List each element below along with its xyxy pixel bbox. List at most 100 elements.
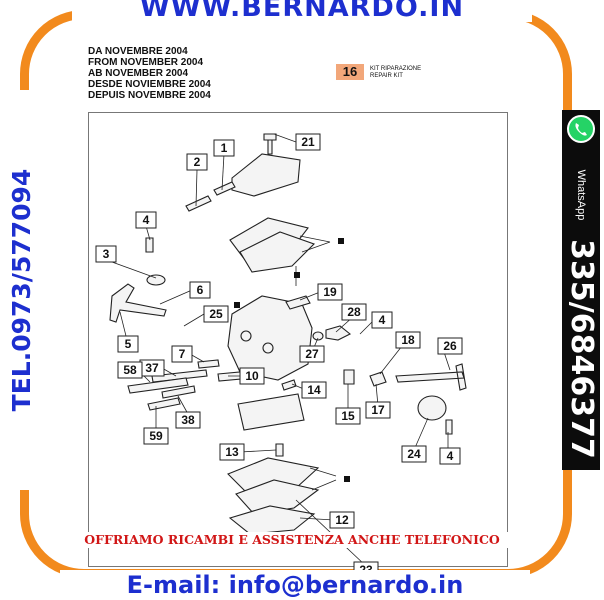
diaphragm-upper [239,231,316,273]
svg-text:26: 26 [443,339,457,353]
svg-text:15: 15 [341,409,355,423]
carburetor-body [227,295,313,381]
whatsapp-bar: WhatsApp 335/6846377 [562,110,600,470]
repair-kit-label-it: KIT RIPARAZIONE [370,66,422,72]
callout-37: 37 [139,359,165,377]
svg-text:13: 13 [225,445,239,459]
callout-3: 3 [95,245,117,263]
svg-text:27: 27 [305,347,319,361]
svg-text:12: 12 [335,513,349,527]
callout-5: 5 [117,335,139,353]
svg-text:4: 4 [143,213,150,227]
svg-text:25: 25 [209,307,223,321]
throttle-lever-6 [109,283,167,323]
callout-4c: 4 [439,447,461,465]
needle-59 [147,397,181,411]
model-dates: DA NOVEMBRE 2004 FROM NOVEMBER 2004 AB N… [88,46,211,101]
website-banner[interactable]: WWW.BERNARDO.IN [72,0,532,22]
washer-3 [146,274,166,286]
callout-6: 6 [189,281,211,299]
callout-labels: 21 2 1 4 3 6 5 25 19 28 4 7 37 58 10 18 … [95,133,463,579]
callout-38: 38 [175,411,201,429]
callout-21: 21 [295,133,321,151]
callout-59: 59 [143,427,169,445]
svg-text:5: 5 [125,337,132,351]
svg-text:59: 59 [149,429,163,443]
callout-4b: 4 [371,311,393,329]
svg-text:21: 21 [301,135,315,149]
choke-shaft-26 [395,363,467,391]
callout-4a: 4 [135,211,157,229]
callout-7: 7 [171,345,193,363]
callout-1: 1 [213,139,235,157]
screw-4b [445,419,453,435]
callout-17: 17 [365,401,391,419]
callout-12: 12 [329,511,355,529]
callout-2: 2 [186,153,208,171]
fitting-19 [285,295,311,310]
date-es: DESDE NOVIEMBRE 2004 [88,79,211,90]
screw-1 [213,181,236,196]
callout-15: 15 [335,407,361,425]
callout-28: 28 [341,303,367,321]
svg-text:19: 19 [323,285,337,299]
needle-38 [161,385,196,399]
date-de: AB NOVEMBER 2004 [88,68,189,79]
whatsapp-icon[interactable] [566,114,596,144]
kit-markers [234,238,350,482]
offer-banner: OFFRIAMO RICAMBI E ASSISTENZA ANCHE TELE… [52,532,532,548]
email-banner[interactable]: E-mail: info@bernardo.in [60,570,530,600]
needle-58 [127,377,189,394]
repair-kit-label-en: REPAIR KIT [370,73,403,79]
callout-13: 13 [219,443,245,461]
callout-25: 25 [203,305,229,323]
whatsapp-number[interactable]: 335/6846377 [564,239,599,459]
repair-kit-number: 16 [336,64,364,80]
callout-18: 18 [395,331,421,349]
body-port-a [240,330,252,342]
svg-text:4: 4 [379,313,386,327]
inlet-valve-kit [237,393,305,431]
fitting-17 [369,371,387,387]
svg-text:14: 14 [307,383,321,397]
screw-4 [145,237,154,253]
screw-2 [185,195,212,212]
callout-58: 58 [117,361,143,379]
screw-21 [263,133,277,155]
clip-28 [325,325,352,341]
diagram-border [88,112,508,567]
svg-text:28: 28 [347,305,361,319]
carburetor-parts [109,133,467,535]
callout-10: 10 [239,367,265,385]
svg-text:37: 37 [145,361,159,375]
screw-13 [275,443,284,457]
body-port-b [262,342,274,354]
choke-plate-24 [417,395,447,421]
svg-text:38: 38 [181,413,195,427]
svg-text:2: 2 [194,155,201,169]
svg-text:1: 1 [221,141,228,155]
callout-19: 19 [317,283,343,301]
spring-15 [343,369,355,385]
cover-12 [228,505,316,535]
svg-text:18: 18 [401,333,415,347]
svg-text:3: 3 [103,247,110,261]
svg-text:58: 58 [123,363,137,377]
svg-text:24: 24 [407,447,421,461]
date-fr: DEPUIS NOVEMBRE 2004 [88,90,211,101]
pump-cover [231,153,301,197]
telephone-banner: TEL.0973/577094 [7,90,36,490]
callout-24: 24 [401,445,427,463]
svg-text:6: 6 [197,283,204,297]
leader-lines [111,133,451,567]
svg-text:4: 4 [447,449,454,463]
spring-7 [197,359,220,369]
svg-text:10: 10 [245,369,259,383]
washer-27 [312,331,324,341]
needle-37 [151,369,208,383]
date-en: FROM NOVEMBER 2004 [88,57,204,68]
diaphragm-lower [235,479,320,515]
repair-kit-label: KIT RIPARAZIONE REPAIR KIT [370,66,421,80]
callout-14: 14 [301,381,327,399]
